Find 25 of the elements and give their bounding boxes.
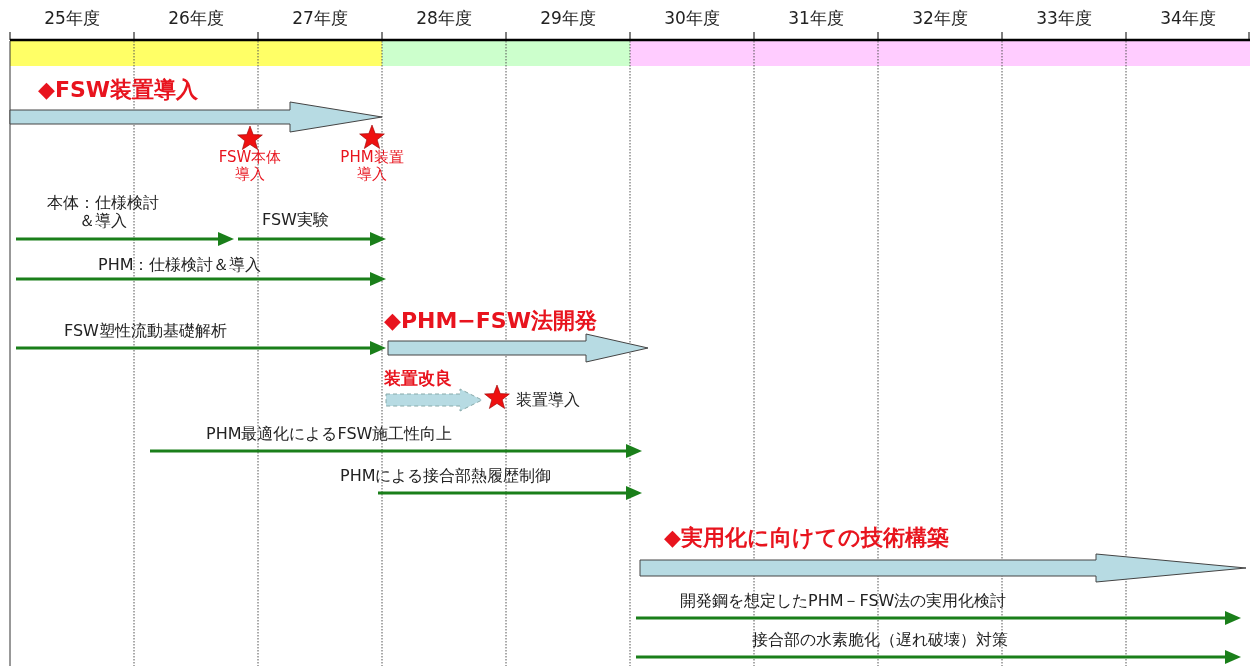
year-label: 33年度 (1035, 9, 1093, 29)
task-label: 開発鋼を想定したPHM－FSW法の実用化検討 (680, 592, 1007, 611)
milestone-label: 装置導入 (516, 391, 580, 410)
section-title: ◆実用化に向けての技術構築 (664, 525, 949, 551)
task-label: 接合部の水素脆化（遅れ破壊）対策 (752, 631, 1008, 650)
milestone-label: FSW本体導入 (217, 149, 283, 182)
year-label: 34年度 (1159, 9, 1217, 29)
year-label: 30年度 (663, 9, 721, 29)
section-title: ◆PHM−FSW法開発 (384, 308, 597, 334)
year-label: 28年度 (415, 9, 473, 29)
task-label: PHMによる接合部熱履歴制御 (340, 467, 552, 486)
task-label: FSW実験 (262, 211, 329, 230)
year-label: 26年度 (167, 9, 225, 29)
year-label: 29年度 (539, 9, 597, 29)
year-label: 25年度 (43, 9, 101, 29)
task-label: 本体：仕様検討＆導入 (46, 194, 160, 231)
year-label: 31年度 (787, 9, 845, 29)
milestone-label: 装置改良 (384, 369, 452, 389)
milestone-label: PHM装置導入 (339, 149, 405, 182)
section-title: ◆FSW装置導入 (38, 77, 199, 103)
year-label: 27年度 (291, 9, 349, 29)
year-label: 32年度 (911, 9, 969, 29)
task-label: PHM：仕様検討＆導入 (98, 256, 262, 275)
task-label: FSW塑性流動基礎解析 (64, 322, 227, 341)
task-label: PHM最適化によるFSW施工性向上 (206, 425, 453, 444)
